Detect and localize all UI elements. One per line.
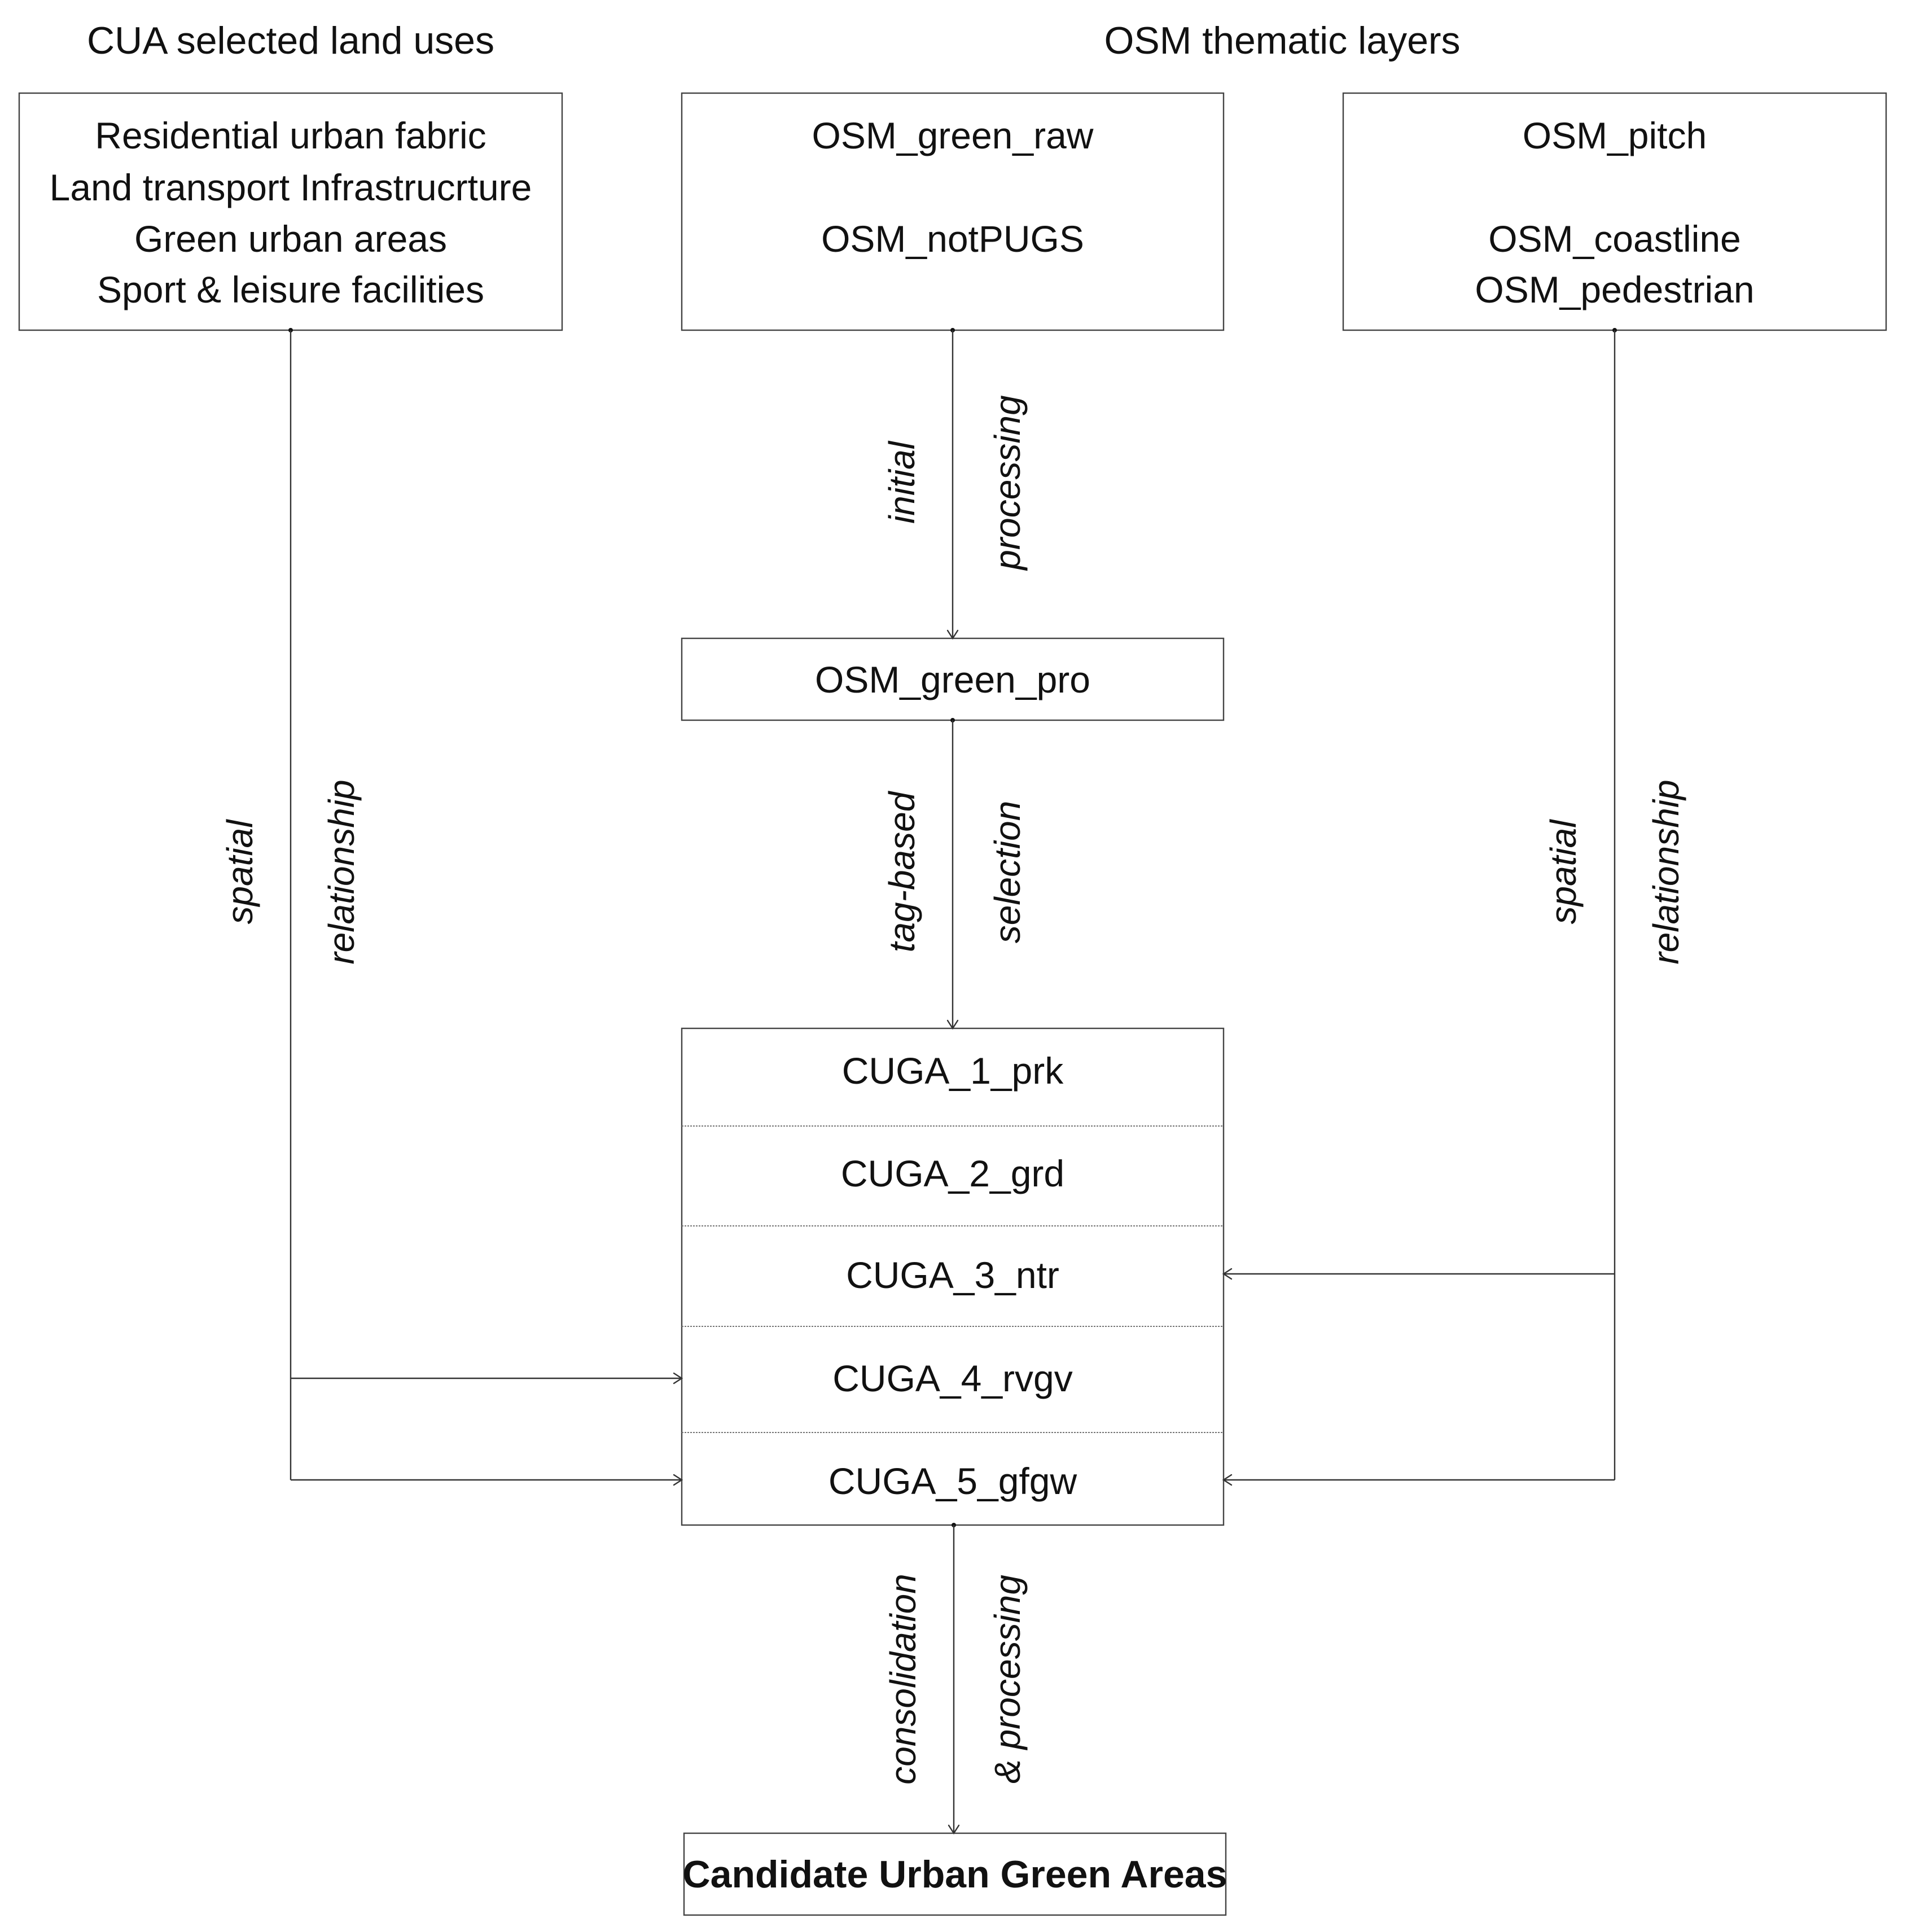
edge-label-processing: processing (987, 395, 1028, 571)
edge-label-selection: selection (987, 801, 1028, 944)
box-cua-land-uses: Residential urban fabric Land transport … (18, 92, 563, 331)
arrow-tag-based-selection (946, 718, 959, 1030)
osm-green-raw-label: OSM_green_raw (812, 115, 1094, 156)
box-osm-pitch: OSM_pitch OSM_coastline OSM_pedestrian (1342, 92, 1887, 331)
osm-pitch-label: OSM_pitch (1523, 115, 1707, 156)
osm-coastline-label: OSM_coastline (1488, 218, 1741, 260)
edge-label-right-spatial: spatial (1543, 819, 1584, 925)
cuga-row-2: CUGA_2_grd (841, 1153, 1064, 1194)
edge-label-initial: initial (882, 440, 922, 524)
edge-label-left-spatial: spatial (220, 819, 260, 925)
osm-green-pro-label: OSM_green_pro (815, 659, 1090, 700)
arrow-initial-processing (946, 328, 959, 640)
edge-label-right-relationship: relationship (1646, 779, 1686, 964)
cuga-row-5: CUGA_5_gfgw (828, 1460, 1077, 1502)
cuga-row-1: CUGA_1_prk (842, 1050, 1064, 1092)
edge-label-and-processing: & processing (987, 1575, 1028, 1784)
arrow-consolidation-processing (948, 1523, 960, 1835)
cuga-row-3: CUGA_3_ntr (846, 1254, 1059, 1296)
box-candidate-urban-green-areas: Candidate Urban Green Areas (683, 1832, 1228, 1916)
box-osm-green-raw: OSM_green_raw OSM_notPUGS (681, 92, 1225, 331)
osm-pedestrian-label: OSM_pedestrian (1475, 269, 1754, 310)
cua-item-green-urban: Green urban areas (134, 218, 447, 260)
edge-label-tag-based: tag-based (882, 790, 922, 952)
arrow-right-spatial-relationship (1222, 328, 1617, 1486)
osm-notpugs-label: OSM_notPUGS (821, 218, 1084, 260)
arrow-left-spatial-relationship (288, 328, 683, 1486)
box-cuga-stack: CUGA_1_prk CUGA_2_grd CUGA_3_ntr CUGA_4_… (681, 1027, 1225, 1526)
box-osm-green-pro: OSM_green_pro (681, 637, 1225, 721)
edge-label-consolidation: consolidation (883, 1574, 923, 1785)
cuga-row-4: CUGA_4_rvgv (832, 1357, 1073, 1399)
cua-item-sport-leisure: Sport & leisure facilities (97, 269, 484, 310)
result-label: Candidate Urban Green Areas (683, 1853, 1228, 1896)
cua-item-transport: Land transport Infrastrucrture (50, 167, 532, 208)
header-osm-thematic-layers: OSM thematic layers (1104, 19, 1460, 62)
edge-label-left-relationship: relationship (321, 779, 362, 964)
cua-item-residential: Residential urban fabric (95, 115, 486, 156)
header-cua-land-uses: CUA selected land uses (87, 19, 494, 62)
